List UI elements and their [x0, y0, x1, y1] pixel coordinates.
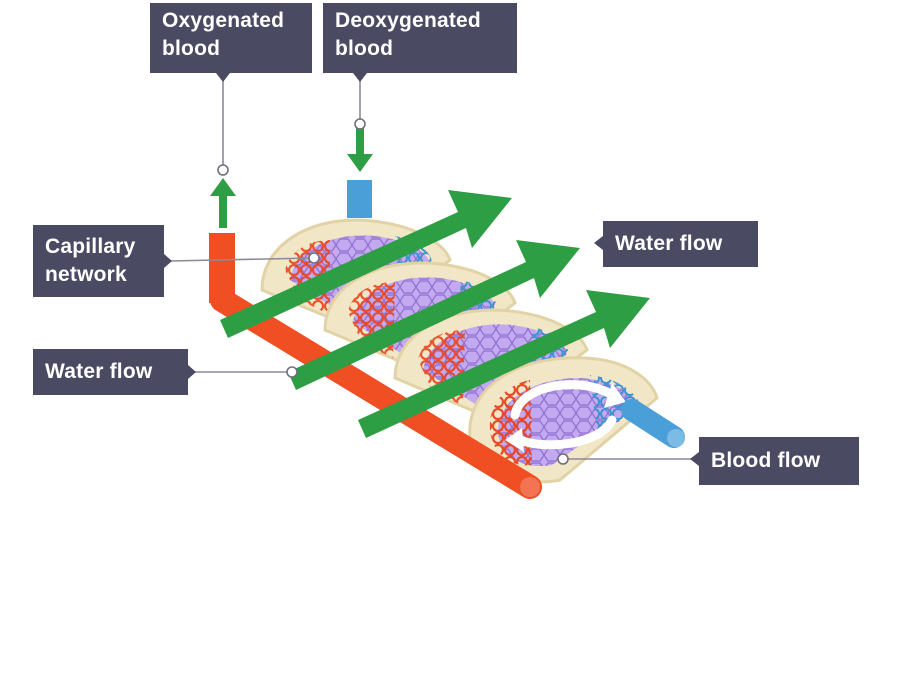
oxygenated-vessel	[209, 233, 542, 499]
blood-circulation-arrow-icon	[510, 380, 617, 420]
deoxygenated-vessel	[347, 180, 685, 448]
deoxygenated-blood-label: Deoxygenated blood	[323, 3, 517, 73]
water-flow-label-right: Water flow	[603, 221, 758, 267]
capillary-network-label: Capillary network	[33, 225, 164, 297]
oxygenated-blood-text: Oxygenated blood	[162, 9, 285, 60]
water-flow-text-right: Water flow	[615, 232, 723, 255]
label-pointers	[164, 73, 699, 466]
blood-flow-label: Blood flow	[699, 437, 859, 485]
water-flow-arrow-icon	[220, 190, 650, 438]
water-flow-label-left: Water flow	[33, 349, 188, 395]
capillary-network-text: Capillary network	[45, 235, 136, 286]
leader-lines	[169, 73, 693, 460]
water-flow-text-left: Water flow	[45, 360, 153, 383]
leader-dots	[217, 118, 569, 465]
lamella-4	[468, 356, 659, 484]
oxygenated-blood-label: Oxygenated blood	[150, 3, 312, 73]
deoxygenated-blood-text: Deoxygenated blood	[335, 9, 481, 60]
vessel-direction-arrow-icon	[210, 128, 373, 228]
blood-flow-text: Blood flow	[711, 449, 821, 472]
